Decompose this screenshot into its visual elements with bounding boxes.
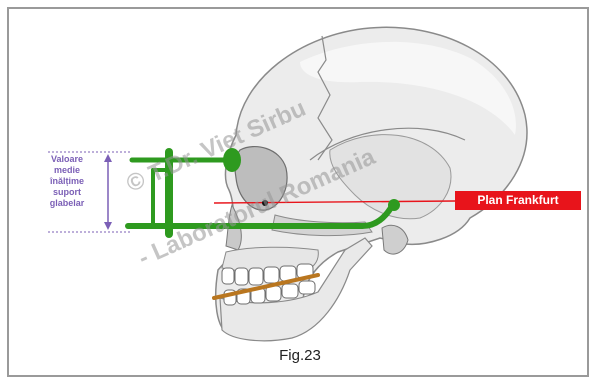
measurement-label: Valoare medie înălțime suport glabelar [36, 154, 98, 209]
figure-caption: Fig.23 [0, 347, 600, 364]
measurement-label-line: glabelar [36, 198, 98, 209]
frankfurt-plane-label: Plan Frankfurt [455, 191, 581, 210]
measurement-label-line: medie [36, 165, 98, 176]
measurement-label-line: Valoare [36, 154, 98, 165]
ear-rod [388, 199, 400, 211]
measurement-label-line: înălțime [36, 176, 98, 187]
measurement-label-line: suport [36, 187, 98, 198]
